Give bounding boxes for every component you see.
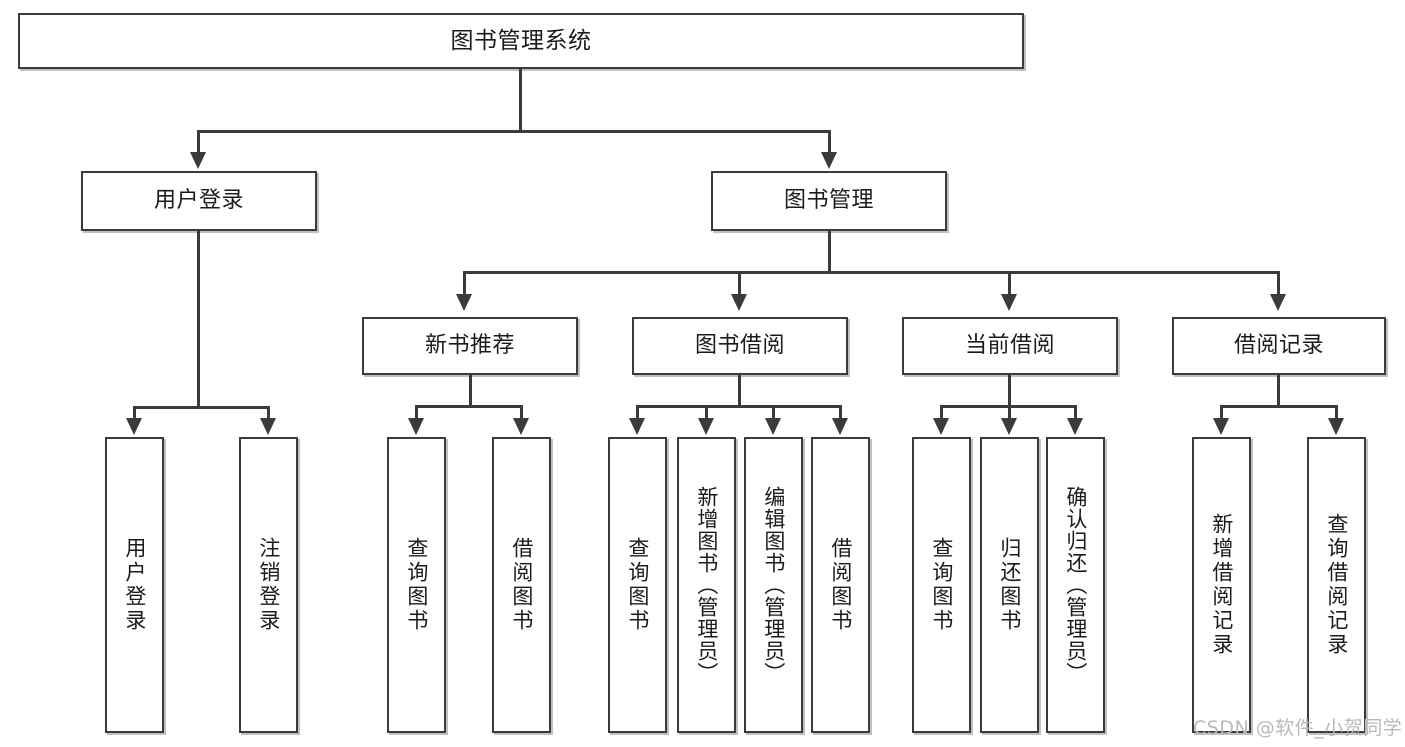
leaf-return-book[interactable]: 归还图书 [980,437,1039,733]
leaf-query-book-recommend[interactable]: 查询图书 [387,437,446,733]
connector-drop-query-book-1 [415,405,418,420]
connector-user-login-stem [197,231,200,409]
connector-drop-leaf-user-login [133,406,136,420]
arrowhead-borrow-record [1270,294,1286,311]
leaf-query-book-current[interactable]: 查询图书 [912,437,971,733]
node-label: 图书管理系统 [450,27,592,54]
node-label: 新增图书（管理员） [694,486,719,684]
arrowhead-query-record [1328,418,1344,435]
leaf-confirm-return[interactable]: 确认归还（管理员） [1046,437,1105,733]
arrowhead-add-record [1213,418,1229,435]
connector-drop-add-record [1220,405,1223,420]
arrowhead-new-book [456,294,472,311]
connector-drop-current-borrow [1008,271,1011,297]
node-label: 新书推荐 [424,332,515,358]
connector-borrow-record-stem [1277,375,1280,407]
node-book-management[interactable]: 图书管理 [711,171,947,231]
connector-drop-return-book [1008,405,1011,420]
leaf-add-book[interactable]: 新增图书（管理员） [677,437,736,733]
leaf-logout[interactable]: 注销登录 [239,437,298,733]
leaf-query-book-borrow[interactable]: 查询图书 [608,437,667,733]
connector-drop-new-book [463,271,466,297]
connector-root-bus [197,130,831,133]
node-label: 查询图书 [929,537,954,633]
node-label: 查询图书 [625,537,650,633]
connector-drop-add-book [705,405,708,420]
arrowhead-edit-book [765,418,781,435]
connector-new-book-stem [469,375,472,407]
connector-root-stem [519,69,522,131]
node-label: 用户登录 [153,187,244,213]
connector-borrow-record-bus [1220,405,1338,408]
leaf-borrow-book-recommend[interactable]: 借阅图书 [492,437,551,733]
leaf-borrow-book[interactable]: 借阅图书 [811,437,870,733]
node-label: 查询借阅记录 [1324,513,1349,657]
arrowhead-borrow-book-1 [513,418,529,435]
arrowhead-book-borrow [731,294,747,311]
connector-drop-book-manage [828,130,831,155]
node-new-book-recommend[interactable]: 新书推荐 [362,317,578,375]
node-label: 编辑图书（管理员） [761,486,786,684]
connector-drop-borrow-book-2 [839,405,842,420]
node-label: 新增借阅记录 [1209,513,1234,657]
node-user-login[interactable]: 用户登录 [81,171,317,231]
node-label: 注销登录 [256,537,281,633]
leaf-user-login[interactable]: 用户登录 [105,437,164,733]
node-label: 当前借阅 [964,332,1055,358]
node-label: 借阅图书 [509,537,534,633]
node-label: 图书借阅 [694,332,785,358]
connector-drop-book-borrow [738,271,741,297]
node-label: 确认归还（管理员） [1063,486,1088,684]
arrowhead-current-borrow [1001,294,1017,311]
arrowhead-query-book-1 [408,418,424,435]
node-label: 查询图书 [404,537,429,633]
connector-drop-query-book-2 [636,405,639,420]
arrowhead-return-book [1001,418,1017,435]
node-label: 用户登录 [122,537,147,633]
connector-new-book-bus [415,405,523,408]
node-root-system[interactable]: 图书管理系统 [18,13,1024,69]
leaf-add-borrow-record[interactable]: 新增借阅记录 [1192,437,1251,733]
node-book-borrow[interactable]: 图书借阅 [632,317,848,375]
arrowhead-add-book [698,418,714,435]
arrowhead-leaf-user-login [126,418,142,435]
arrowhead-borrow-book-2 [832,418,848,435]
arrowhead-confirm-return [1067,418,1083,435]
node-current-borrow[interactable]: 当前借阅 [902,317,1118,375]
watermark-csdn: CSDN @软件_小贺同学 [1193,717,1403,739]
connector-drop-leaf-logout [267,406,270,420]
node-label: 借阅记录 [1233,332,1324,358]
connector-current-borrow-stem [1008,375,1011,407]
connector-drop-user-login [197,130,200,155]
connector-drop-edit-book [772,405,775,420]
connector-user-login-bus [133,406,270,409]
connector-drop-confirm-return [1074,405,1077,420]
connector-book-manage-stem [828,231,831,274]
arrowhead-query-book-3 [933,418,949,435]
arrowhead-user-login [190,152,206,169]
connector-drop-borrow-record [1277,271,1280,297]
arrowhead-book-manage [821,152,837,169]
leaf-query-borrow-record[interactable]: 查询借阅记录 [1307,437,1366,733]
connector-drop-borrow-book-1 [520,405,523,420]
connector-book-manage-bus [463,271,1280,274]
connector-book-borrow-stem [738,375,741,407]
node-label: 图书管理 [783,187,874,213]
arrowhead-leaf-logout [260,418,276,435]
leaf-edit-book[interactable]: 编辑图书（管理员） [744,437,803,733]
connector-book-borrow-bus [636,405,841,408]
node-borrow-record[interactable]: 借阅记录 [1172,317,1386,375]
connector-drop-query-record [1335,405,1338,420]
node-label: 借阅图书 [828,537,853,633]
node-label: 归还图书 [997,537,1022,633]
connector-drop-query-book-3 [940,405,943,420]
arrowhead-query-book-2 [629,418,645,435]
